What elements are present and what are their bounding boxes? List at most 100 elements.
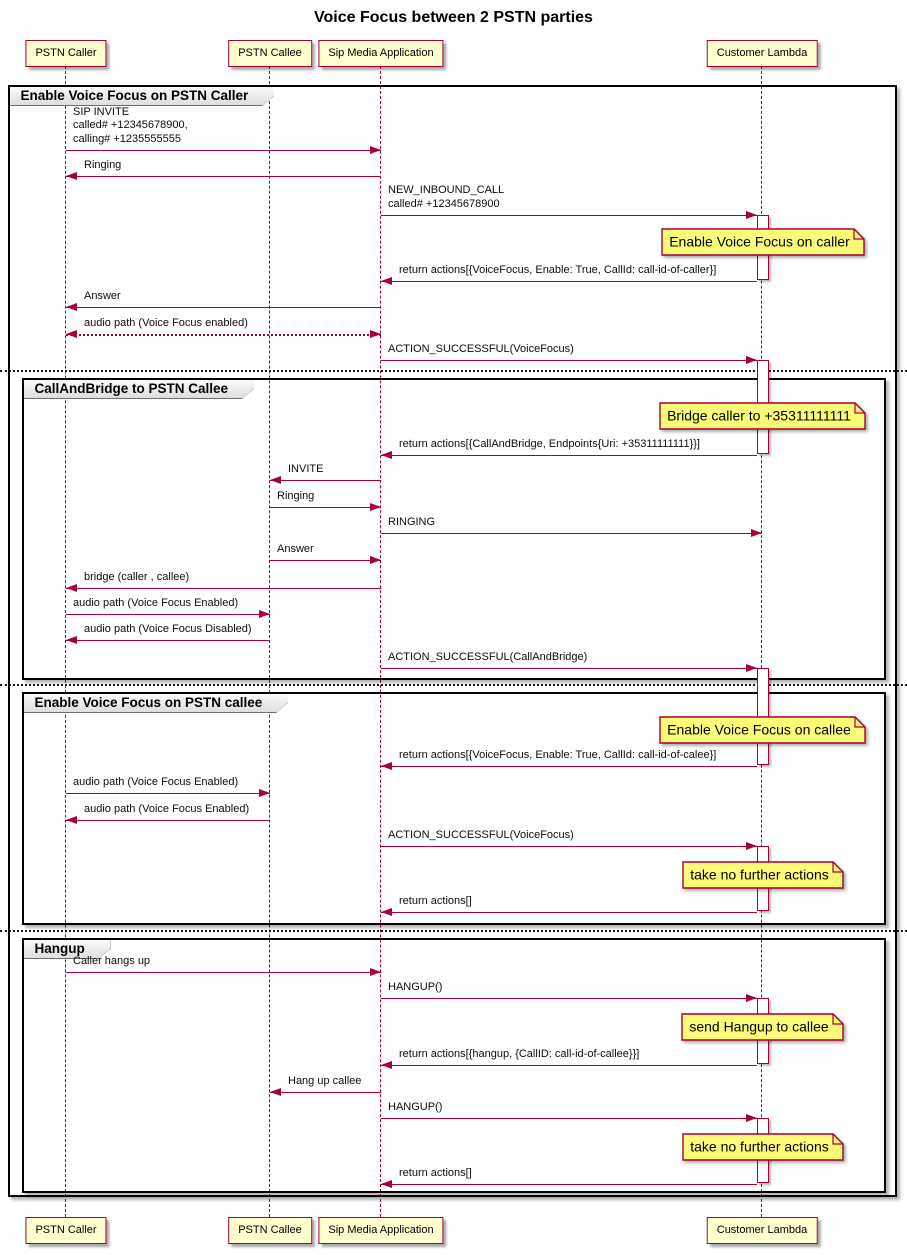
- group-label-tab: Enable Voice Focus on PSTN callee: [22, 692, 288, 713]
- arrowhead-left-icon: [66, 303, 77, 312]
- participant-caller-bottom: PSTN Caller: [25, 1217, 107, 1244]
- message-line: [381, 455, 757, 456]
- group-frame: CallAndBridge to PSTN Callee: [22, 378, 886, 680]
- note: send Hangup to callee: [681, 1013, 845, 1042]
- arrowhead-right-icon: [746, 356, 757, 365]
- lifeline-lambda: [761, 66, 762, 1217]
- arrowhead-left-icon: [66, 330, 77, 339]
- arrowhead-left-icon: [381, 1180, 392, 1189]
- message-line: [270, 560, 381, 561]
- lifeline-sma: [380, 66, 381, 1217]
- message-label: INVITE: [288, 462, 324, 475]
- note-shape: take no further actions: [681, 861, 844, 889]
- group-frame: Enable Voice Focus on PSTN Caller: [8, 85, 897, 1197]
- message-line: [66, 614, 270, 615]
- note-text: Bridge caller to +35311111111: [667, 408, 851, 424]
- arrowhead-right-icon: [370, 968, 381, 977]
- message-line: [381, 1184, 757, 1185]
- message-label: ACTION_SUCCESSFUL(CallAndBridge): [388, 650, 588, 663]
- message-label: return actions[{CallAndBridge, Endpoints…: [399, 437, 700, 450]
- group-label: Enable Voice Focus on PSTN callee: [24, 694, 289, 713]
- note: take no further actions: [681, 861, 845, 890]
- note-text: take no further actions: [690, 867, 829, 883]
- note-shape: take no further actions: [681, 1133, 844, 1161]
- message-label: audio path (Voice Focus Enabled): [84, 802, 250, 815]
- message-line: [381, 998, 757, 999]
- note-shape: Enable Voice Focus on callee: [659, 716, 866, 744]
- message-line: [270, 480, 381, 481]
- message-label: Answer: [84, 289, 121, 302]
- arrowhead-right-icon: [370, 330, 381, 339]
- arrowhead-left-icon: [66, 816, 77, 825]
- message-label: bridge (caller , callee): [84, 570, 190, 583]
- section-divider: [0, 930, 907, 932]
- participant-lambda-top: Customer Lambda: [706, 40, 818, 67]
- message-label: audio path (Voice Focus enabled): [84, 316, 248, 329]
- arrowhead-right-icon: [751, 529, 762, 538]
- message-line: [66, 820, 270, 821]
- arrowhead-right-icon: [370, 503, 381, 512]
- message-label: return actions[]: [399, 1166, 472, 1179]
- arrowhead-left-icon: [66, 584, 77, 593]
- message-line: [66, 793, 270, 794]
- message-line: [381, 533, 762, 534]
- message-label: audio path (Voice Focus Enabled): [73, 775, 239, 788]
- arrowhead-right-icon: [746, 664, 757, 673]
- arrowhead-left-icon: [381, 1061, 392, 1070]
- section-divider: [0, 684, 907, 686]
- diagram-title: Voice Focus between 2 PSTN parties: [314, 9, 593, 26]
- participant-callee-top: PSTN Callee: [228, 40, 312, 67]
- group-label-tab: Hangup: [22, 938, 111, 959]
- arrowhead-right-icon: [370, 556, 381, 565]
- message-line: [270, 507, 381, 508]
- group-label: Enable Voice Focus on PSTN Caller: [10, 87, 275, 106]
- message-line: [381, 668, 757, 669]
- message-line: [66, 588, 381, 589]
- message-label: Hang up callee: [288, 1074, 362, 1087]
- message-label: Answer: [277, 542, 314, 555]
- group-label-tab: CallAndBridge to PSTN Callee: [22, 378, 254, 399]
- note: Bridge caller to +35311111111: [659, 402, 867, 431]
- message-label: Caller hangs up: [73, 954, 151, 967]
- message-label: ACTION_SUCCESSFUL(VoiceFocus): [388, 828, 574, 841]
- message-line: [66, 307, 381, 308]
- arrowhead-right-icon: [259, 789, 270, 798]
- message-label: NEW_INBOUND_CALL called# +12345678900: [388, 184, 505, 210]
- arrowhead-right-icon: [746, 842, 757, 851]
- message-line: [381, 912, 757, 913]
- note-text: send Hangup to callee: [689, 1019, 829, 1035]
- message-line: [381, 360, 757, 361]
- message-line: [270, 1092, 381, 1093]
- participant-callee-bottom: PSTN Callee: [228, 1217, 312, 1244]
- note-text: Enable Voice Focus on callee: [667, 722, 851, 738]
- arrowhead-right-icon: [746, 211, 757, 220]
- message-line: [66, 972, 381, 973]
- arrowhead-left-icon: [381, 277, 392, 286]
- message-line: [66, 176, 381, 177]
- participant-caller-top: PSTN Caller: [25, 40, 107, 67]
- group-label: CallAndBridge to PSTN Callee: [24, 380, 255, 399]
- message-label: return actions[]: [399, 894, 472, 907]
- arrowhead-right-icon: [370, 146, 381, 155]
- lifeline-callee: [269, 66, 270, 1217]
- message-line: [381, 215, 757, 216]
- message-line: [66, 640, 270, 641]
- message-label: SIP INVITE called# +12345678900, calling…: [73, 105, 188, 145]
- arrowhead-right-icon: [746, 1114, 757, 1123]
- arrowhead-left-icon: [270, 476, 281, 485]
- group-frame: Enable Voice Focus on PSTN callee: [22, 692, 886, 925]
- arrowhead-left-icon: [381, 451, 392, 460]
- note: Enable Voice Focus on callee: [659, 716, 867, 745]
- message-line: [381, 1065, 757, 1066]
- message-label: return actions[{hangup, {CallID: call-id…: [399, 1047, 640, 1060]
- note-shape: Enable Voice Focus on caller: [660, 228, 865, 256]
- arrowhead-left-icon: [381, 762, 392, 771]
- message-label: Ringing: [84, 158, 122, 171]
- message-line: [381, 846, 757, 847]
- arrowhead-left-icon: [66, 172, 77, 181]
- message-line: [381, 766, 757, 767]
- arrowhead-left-icon: [270, 1088, 281, 1097]
- note-text: take no further actions: [690, 1139, 829, 1155]
- arrowhead-left-icon: [66, 636, 77, 645]
- note-text: Enable Voice Focus on caller: [669, 234, 850, 250]
